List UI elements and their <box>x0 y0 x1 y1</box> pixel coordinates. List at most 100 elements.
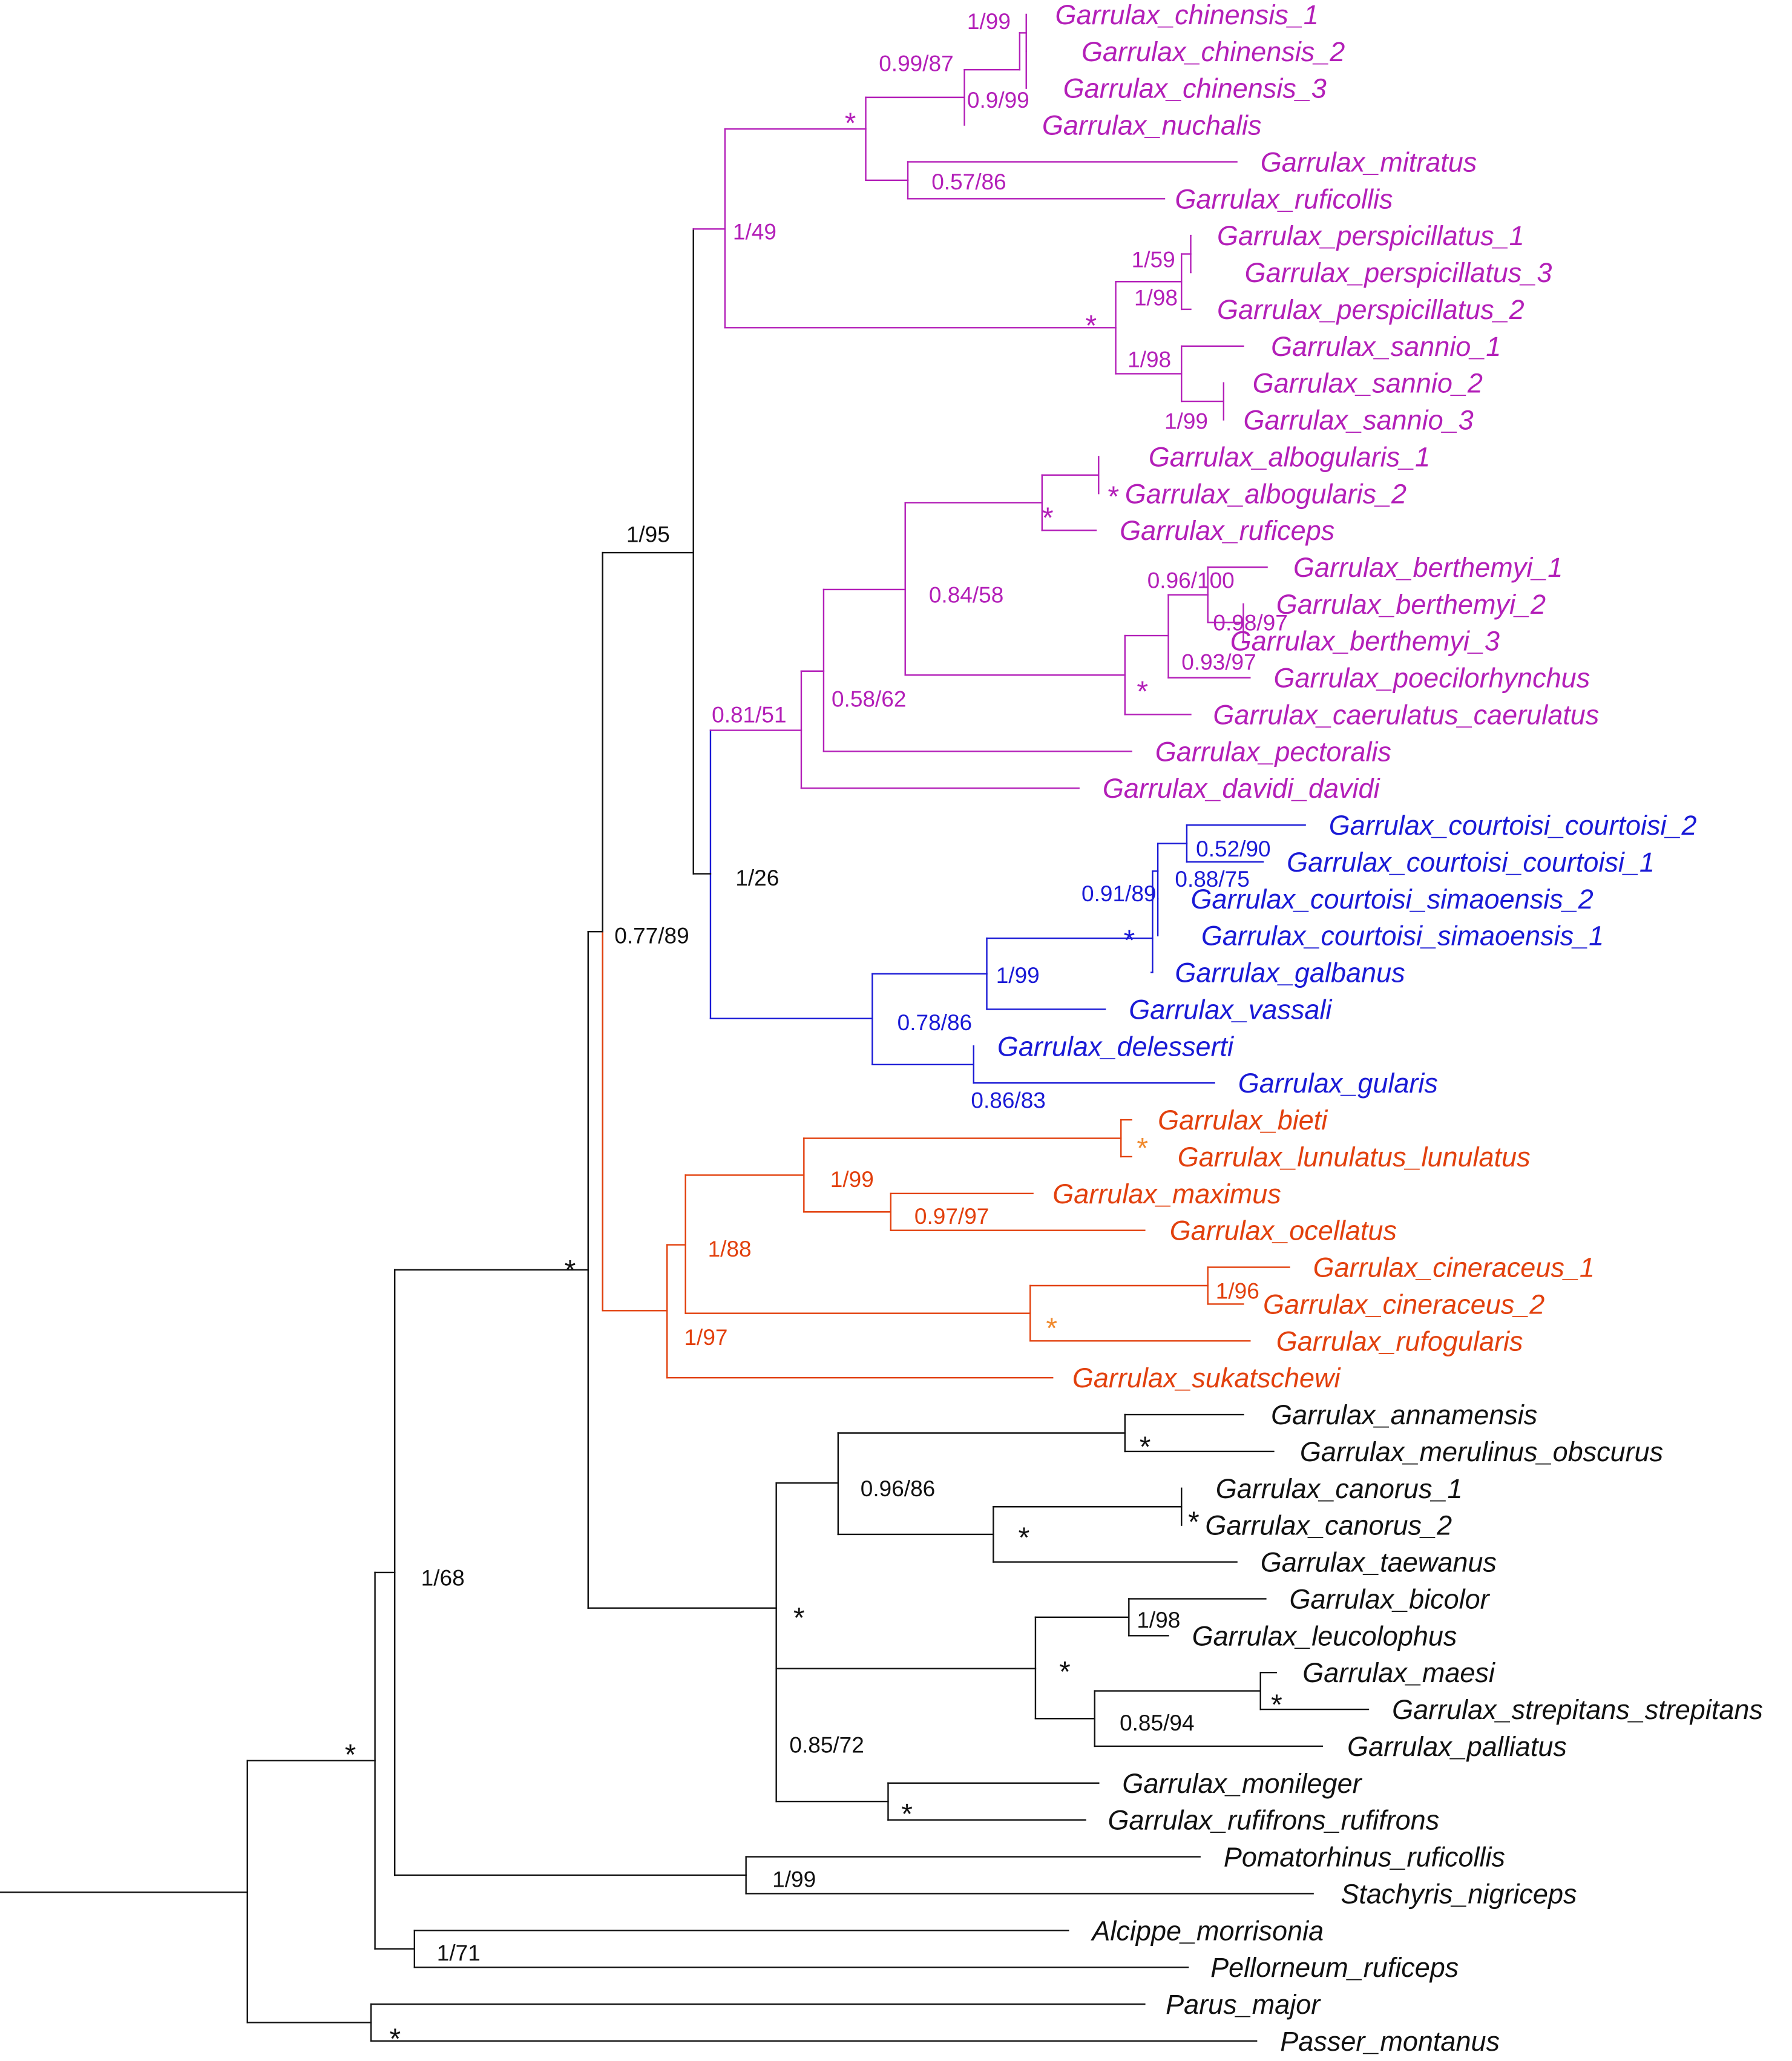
taxon-label: Garrulax_delesserti <box>997 1031 1235 1062</box>
taxon-label: Garrulax_sannio_2 <box>1253 368 1483 399</box>
support-star: * <box>1042 502 1054 534</box>
support-value: 1/71 <box>437 1941 481 1965</box>
taxon-label: Garrulax_courtoisi_simaoensis_1 <box>1201 921 1604 952</box>
support-value: 1/68 <box>421 1566 465 1591</box>
support-star: * <box>345 1739 356 1771</box>
taxon-label: Garrulax_ocellatus <box>1170 1215 1397 1246</box>
support-star: * <box>565 1255 576 1287</box>
support-star: * <box>793 1602 805 1634</box>
taxon-label: Garrulax_mitratus <box>1261 146 1477 177</box>
support-value: 1/26 <box>735 866 779 890</box>
support-value: 1/98 <box>1127 347 1171 372</box>
taxon-label: Garrulax_albogularis_1 <box>1149 441 1430 472</box>
taxon-labels: Garrulax_chinensis_1Garrulax_chinensis_2… <box>997 0 1763 2057</box>
support-value: 0.58/62 <box>832 686 906 711</box>
support-star: * <box>1137 1132 1148 1165</box>
taxon-label: Garrulax_merulinus_obscurus <box>1300 1436 1663 1467</box>
support-value: 0.88/75 <box>1175 867 1249 892</box>
taxon-label: Garrulax_berthemyi_3 <box>1230 626 1500 657</box>
support-value: 1/99 <box>967 9 1011 34</box>
taxon-label: Garrulax_berthemyi_2 <box>1276 589 1546 620</box>
support-value: 0.84/58 <box>929 583 1003 608</box>
taxon-label: Garrulax_annamensis <box>1271 1399 1537 1430</box>
taxon-label: Garrulax_cineraceus_2 <box>1263 1289 1544 1320</box>
tree-branches <box>0 13 1370 2042</box>
taxon-label: Garrulax_rufogularis <box>1276 1326 1523 1356</box>
taxon-label: Garrulax_strepitans_strepitans <box>1392 1694 1763 1725</box>
taxon-label: Garrulax_courtoisi_simaoensis_2 <box>1190 884 1593 915</box>
support-value: 0.78/86 <box>898 1010 972 1035</box>
taxon-label: Garrulax_berthemyi_1 <box>1293 552 1563 583</box>
support-star: * <box>1271 1689 1282 1721</box>
support-value: 1/88 <box>708 1237 752 1261</box>
taxon-label: Garrulax_monileger <box>1122 1768 1362 1799</box>
support-value: 1/96 <box>1216 1279 1259 1304</box>
support-star: * <box>1108 481 1120 513</box>
taxon-label: Garrulax_canorus_2 <box>1205 1510 1452 1541</box>
taxon-label: Alcippe_morrisonia <box>1090 1915 1324 1946</box>
taxon-label: Stachyris_nigriceps <box>1341 1878 1577 1909</box>
support-value: 1/49 <box>733 220 776 245</box>
taxon-label: Garrulax_perspicillatus_2 <box>1217 294 1525 325</box>
taxon-label: Garrulax_pectoralis <box>1155 736 1391 767</box>
taxon-label: Garrulax_lunulatus_lunulatus <box>1178 1142 1531 1172</box>
taxon-label: Garrulax_vassali <box>1129 994 1333 1025</box>
taxon-label: Garrulax_cineraceus_1 <box>1313 1252 1595 1283</box>
taxon-label: Pomatorhinus_ruficollis <box>1224 1842 1505 1873</box>
support-value: 1/99 <box>830 1167 874 1192</box>
support-star: * <box>390 2023 401 2056</box>
taxon-label: Garrulax_rufifrons_rufifrons <box>1108 1805 1440 1836</box>
support-value: 0.97/97 <box>914 1204 989 1229</box>
support-star: * <box>1137 675 1148 708</box>
support-star: * <box>1188 1506 1200 1538</box>
support-star: * <box>901 1798 913 1830</box>
taxon-label: Garrulax_canorus_1 <box>1216 1473 1463 1504</box>
support-value: 0.9/99 <box>967 88 1029 113</box>
support-value: 1/99 <box>772 1867 816 1892</box>
taxon-label: Garrulax_chinensis_3 <box>1063 73 1327 104</box>
taxon-label: Garrulax_gularis <box>1238 1068 1438 1099</box>
support-value: 1/98 <box>1137 1608 1180 1632</box>
taxon-label: Garrulax_galbanus <box>1175 958 1405 988</box>
taxon-label: Garrulax_bicolor <box>1290 1583 1491 1614</box>
taxon-label: Passer_montanus <box>1280 2026 1500 2057</box>
support-value: 0.85/72 <box>789 1733 864 1758</box>
support-value: 0.52/90 <box>1196 837 1270 861</box>
taxon-label: Garrulax_davidi_davidi <box>1103 773 1381 804</box>
taxon-label: Garrulax_leucolophus <box>1192 1620 1457 1651</box>
taxon-label: Garrulax_chinensis_2 <box>1081 36 1345 67</box>
support-star: * <box>845 107 856 139</box>
taxon-label: Garrulax_maximus <box>1052 1178 1281 1209</box>
support-value: 0.57/86 <box>931 169 1006 194</box>
support-values: 1/990.99/870.9/99*0.57/861/491/591/98*1/… <box>345 9 1288 2056</box>
support-value: 0.91/89 <box>1081 881 1156 906</box>
support-value: 1/97 <box>684 1325 727 1350</box>
support-star: * <box>1046 1313 1057 1345</box>
taxon-label: Garrulax_chinensis_1 <box>1055 0 1319 30</box>
taxon-label: Parus_major <box>1166 1989 1321 2020</box>
taxon-label: Garrulax_ruficollis <box>1175 183 1393 214</box>
support-star: * <box>1086 310 1097 342</box>
taxon-label: Garrulax_courtoisi_courtoisi_1 <box>1287 847 1655 878</box>
support-value: 0.98/97 <box>1213 610 1287 635</box>
support-value: 0.96/86 <box>861 1476 935 1501</box>
support-star: * <box>1124 924 1135 956</box>
taxon-label: Garrulax_nuchalis <box>1042 110 1262 141</box>
support-value: 0.81/51 <box>712 702 786 727</box>
support-value: 0.99/87 <box>879 51 953 76</box>
taxon-label: Garrulax_albogularis_2 <box>1125 478 1406 509</box>
taxon-label: Garrulax_maesi <box>1302 1657 1496 1688</box>
support-value: 0.85/94 <box>1120 1711 1194 1735</box>
support-star: * <box>1140 1431 1151 1463</box>
taxon-label: Garrulax_courtoisi_courtoisi_2 <box>1329 810 1697 841</box>
support-value: 0.77/89 <box>614 924 689 948</box>
taxon-label: Garrulax_poecilorhynchus <box>1273 663 1590 694</box>
support-star: * <box>1019 1522 1030 1554</box>
taxon-label: Garrulax_bieti <box>1158 1105 1328 1136</box>
support-value: 1/99 <box>1164 409 1208 434</box>
support-star: * <box>1059 1656 1071 1688</box>
taxon-label: Garrulax_perspicillatus_1 <box>1217 220 1525 251</box>
taxon-label: Garrulax_taewanus <box>1261 1547 1497 1578</box>
support-value: 1/98 <box>1134 285 1178 310</box>
